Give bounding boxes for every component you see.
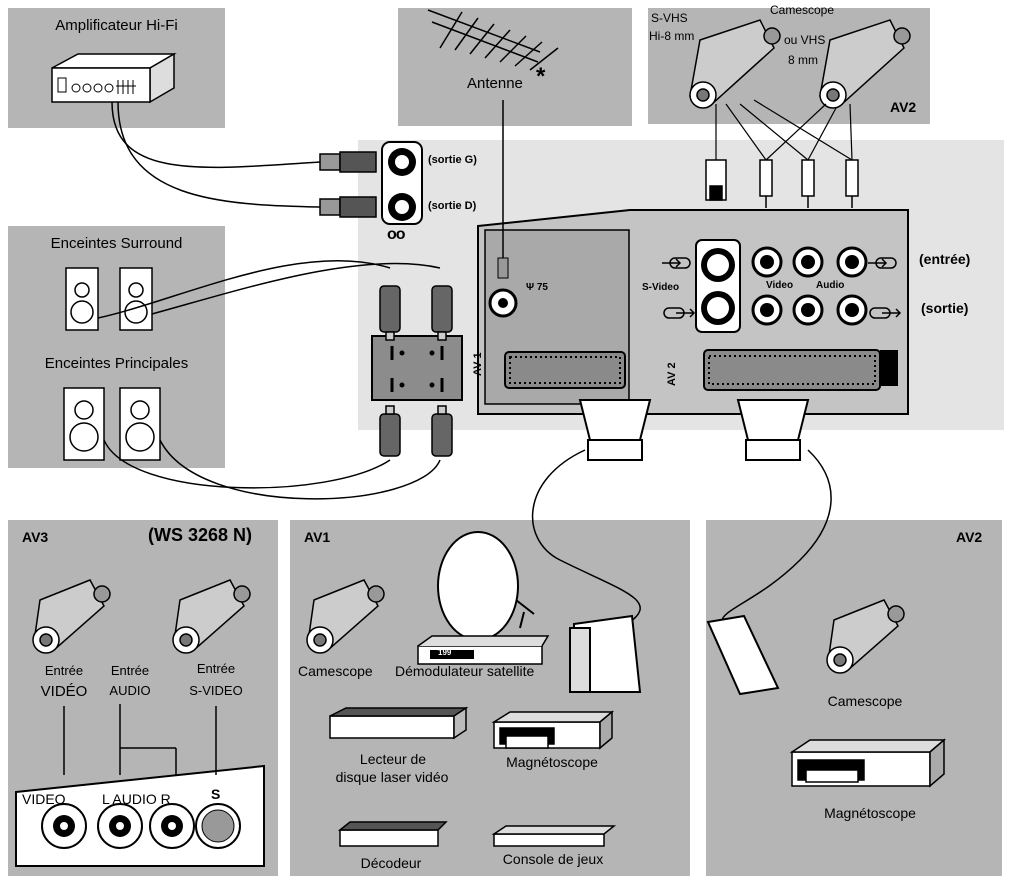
scart-plug-av2-device	[706, 614, 780, 696]
antenna-icon	[427, 9, 559, 71]
antenna-title: Antenne	[467, 75, 523, 92]
input-label: (entrée)	[919, 251, 971, 267]
laser-disc-player-icon	[329, 706, 469, 740]
av1-decoder: Décodeur	[360, 855, 422, 871]
av1-console: Console de jeux	[502, 851, 604, 867]
camcorder-av3-svideo-icon	[172, 579, 251, 654]
audio-label: Audio	[816, 280, 845, 291]
scart-socket-av1	[504, 351, 626, 389]
surround-speakers-label: Enceintes Surround	[50, 235, 183, 252]
camcorder-svhs-icon	[689, 19, 781, 109]
output-label: (sortie)	[921, 300, 969, 316]
video-label: Video	[766, 280, 794, 291]
camcorder-vhs-icon	[819, 19, 911, 109]
av1-satellite: Démodulateur satellite	[395, 663, 535, 679]
main-speakers-icon	[63, 387, 161, 461]
speaker-plugs	[379, 285, 453, 457]
av3-in-svideo-2: S-VIDEO	[189, 683, 243, 698]
game-console-icon	[491, 825, 617, 847]
scart-plug-av1-tv	[578, 399, 652, 461]
av3-in-audio-2: AUDIO	[109, 683, 151, 698]
av3-jack-audio-label: L AUDIO R	[102, 791, 171, 807]
av1-camescope: Camescope	[298, 663, 373, 679]
audio-out-symbol: oo	[387, 226, 406, 243]
camcorder-av1-icon	[306, 579, 385, 654]
av2-socket-label: AV 2	[666, 362, 678, 386]
rca-inputs	[751, 246, 868, 278]
av1-vcr: Magnétoscope	[506, 754, 598, 770]
av3-jack-s-label: S	[211, 786, 221, 802]
svhs-line1: S-VHS	[651, 11, 688, 25]
av3-tag: AV3	[22, 529, 49, 545]
av2-top-tag: AV2	[890, 99, 917, 115]
av2-vcr: Magnétoscope	[824, 805, 916, 821]
antenna-asterisk: *	[536, 63, 546, 90]
av3-jacks	[41, 803, 241, 849]
antenna-panel	[398, 8, 632, 126]
antenna-socket-label: Ψ 75	[526, 282, 548, 293]
speaker-connector-block	[371, 335, 463, 401]
svideo-label: S-Video	[642, 282, 680, 293]
av3-in-audio-1: Entrée	[110, 663, 150, 678]
top-cables-plugs	[705, 159, 859, 208]
scart-plug-av1-device	[569, 614, 642, 693]
scart-clip	[880, 350, 898, 386]
vhs-line2: ou VHS	[784, 33, 826, 47]
camcorder-av2-icon	[826, 599, 905, 674]
audio-out-right-label: (sortie D)	[428, 200, 477, 212]
av1-socket-label: AV 1	[472, 352, 484, 376]
av2-panel	[706, 520, 1002, 876]
vhs-line1: Camescope	[770, 3, 835, 17]
av3-in-video-1: Entrée	[44, 663, 84, 678]
speakers-panel	[8, 226, 225, 468]
svhs-line2: Hi-8 mm	[649, 29, 695, 43]
av1-laser-2: disque laser vidéo	[335, 769, 449, 785]
av3-in-svideo-1: Entrée	[196, 661, 236, 676]
amplifier-title: Amplificateur Hi-Fi	[55, 17, 178, 34]
vhs-line3: 8 mm	[788, 53, 818, 67]
av3-in-video-2: VIDÉO	[40, 683, 88, 700]
rca-outputs	[751, 294, 868, 326]
camcorder-av3-video-icon	[32, 579, 111, 654]
decoder-icon	[337, 821, 448, 847]
audio-plugs-amp	[319, 151, 377, 218]
av2-camescope: Camescope	[827, 693, 903, 709]
av1-laser-1: Lecteur de	[359, 751, 427, 767]
main-speakers-label: Enceintes Principales	[44, 355, 189, 372]
audio-out-left-label: (sortie G)	[428, 154, 477, 166]
satellite-dish-icon	[417, 531, 550, 665]
av2-bottom-tag: AV2	[956, 529, 983, 545]
av3-jack-video-label: VIDEO	[22, 791, 66, 807]
amplifier-icon	[51, 52, 177, 104]
av3-model: (WS 3268 N)	[148, 525, 253, 545]
vcr-av2-icon	[789, 738, 947, 788]
surround-speakers-icon	[65, 267, 153, 331]
vcr-av1-icon	[491, 710, 615, 750]
sat-display: 199	[438, 648, 452, 657]
scart-plug-av2-tv	[736, 399, 810, 461]
av1-tag: AV1	[304, 529, 331, 545]
